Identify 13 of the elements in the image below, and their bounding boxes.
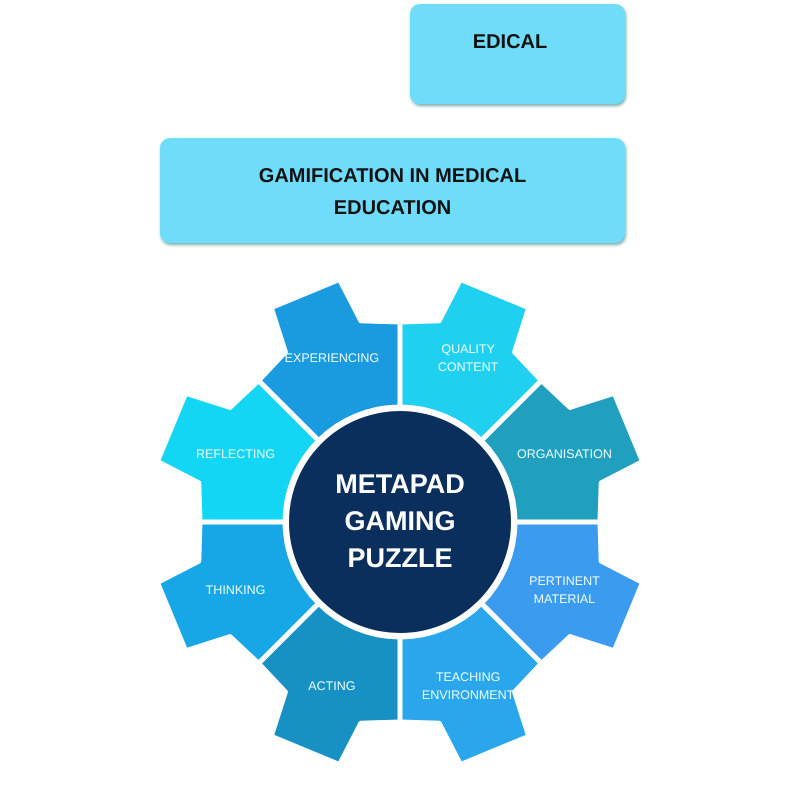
segment-label: THINKING — [204, 582, 266, 600]
title-banner — [160, 138, 625, 243]
banner-text: GAMIFICATION IN MEDICAL EDUCATION — [258, 164, 528, 221]
segment-label: TEACHING ENVIRONMENT — [420, 669, 516, 704]
banner-text: EDICAL — [472, 30, 548, 55]
segment-label: EXPERIENCING — [284, 350, 380, 367]
segment-label: PERTINENT MATERIAL — [528, 573, 601, 608]
segment-label: ACTING — [307, 678, 356, 696]
segment-label: QUALITY CONTENT — [436, 340, 500, 376]
hub-title: METAPAD GAMING PUZZLE — [334, 468, 466, 575]
segment-label: ORGANISATION — [516, 446, 612, 463]
title-banner — [410, 4, 625, 104]
segment-label: REFLECTING — [194, 446, 276, 463]
